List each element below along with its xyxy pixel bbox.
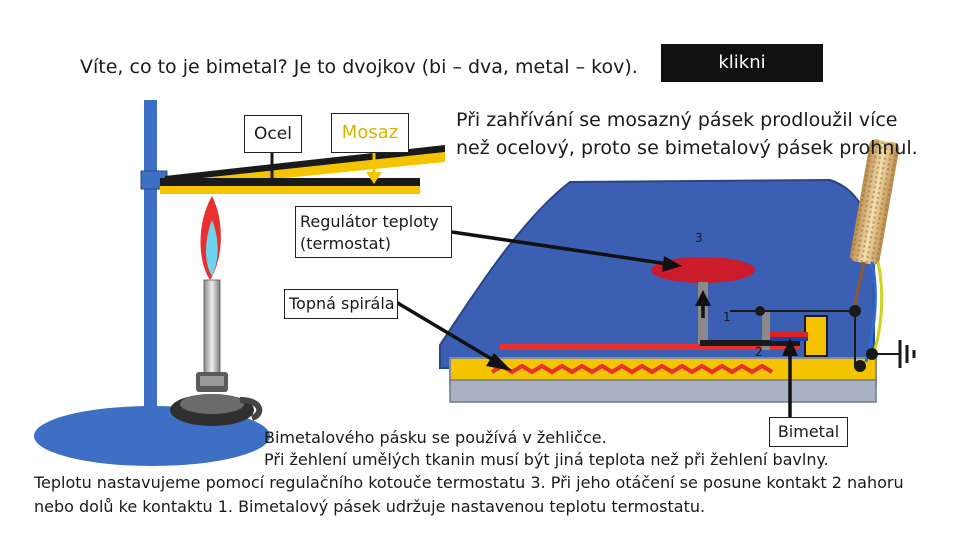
pointer-arrows <box>395 230 798 417</box>
label-num-1: 1 <box>723 310 731 324</box>
label-bimetal: Bimetal <box>769 417 848 447</box>
bimetal-strip <box>160 145 445 194</box>
body-line-3: Teplotu nastavujeme pomocí regulačního k… <box>34 473 904 516</box>
label-num-2: 2 <box>755 345 763 359</box>
explanation-text: Při zahřívání se mosazný pásek prodlouži… <box>456 109 918 159</box>
label-ocel: Ocel <box>244 115 302 153</box>
label-regulator: Regulátor teploty (termostat) <box>295 206 452 258</box>
label-spirala: Topná spirála <box>284 289 398 319</box>
body-line-1: Bimetalového pásku se používá v žehličce… <box>264 428 607 447</box>
headline: Víte, co to je bimetal? Je to dvojkov (b… <box>80 56 638 78</box>
body-line-2: Při žehlení umělých tkanin musí být jiná… <box>264 450 829 469</box>
bunsen-burner <box>170 196 263 426</box>
label-num-3: 3 <box>695 231 703 245</box>
label-mosaz: Mosaz <box>331 113 409 153</box>
klikni-button[interactable]: klikni <box>661 44 823 82</box>
